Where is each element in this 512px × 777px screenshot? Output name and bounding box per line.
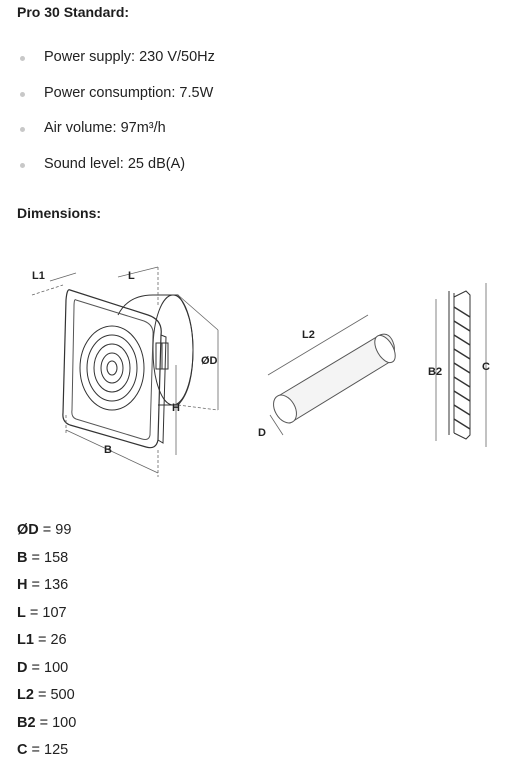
spec-label: Power consumption: xyxy=(44,84,176,101)
dimension-key: H xyxy=(17,577,28,593)
spec-text: Air volume: 97m³/h xyxy=(44,120,166,136)
spec-value: 230 V/50Hz xyxy=(139,49,215,65)
dimension-value: 125 xyxy=(44,742,69,758)
label-c: C xyxy=(482,361,490,373)
spec-label: Power supply: xyxy=(44,49,136,65)
dimension-value: 100 xyxy=(52,714,77,731)
dimensions-heading: Dimensions: xyxy=(17,205,102,221)
spec-label: Air volume: xyxy=(44,120,117,136)
dimension-row: B2 = 100 xyxy=(17,714,77,731)
spec-value: 97m³/h xyxy=(120,120,166,136)
bullet-icon xyxy=(20,127,25,132)
dimension-key: C xyxy=(17,742,28,758)
label-l: L xyxy=(128,270,135,282)
duct-dimension-lines xyxy=(267,314,369,436)
fan-dimension-lines xyxy=(31,266,219,477)
dimension-value: 26 xyxy=(50,632,67,648)
spec-label: Sound level: xyxy=(44,155,124,172)
dimension-key: L xyxy=(17,604,26,621)
duct-drawing xyxy=(273,333,396,424)
label-b: B xyxy=(104,444,112,456)
bullet-icon xyxy=(20,162,25,168)
dimension-value: 100 xyxy=(44,659,69,676)
dimension-value: 107 xyxy=(42,604,67,621)
product-heading: Pro 30 Standard: xyxy=(17,4,130,20)
dimension-key: B xyxy=(17,549,28,566)
dimensions-list: ØD = 99 B = 158 H = 136 L = 107 L1 = 26 … xyxy=(17,522,76,770)
dimension-row: B = 158 xyxy=(17,549,69,566)
fan-drawing xyxy=(62,289,194,449)
bullet-icon xyxy=(20,56,25,61)
spec-value: 25 dB(A) xyxy=(127,155,186,172)
dimension-key: L1 xyxy=(17,632,34,648)
dimension-row: L1 = 26 xyxy=(17,632,67,648)
dimension-value: 158 xyxy=(44,549,69,566)
dimension-value: 500 xyxy=(50,687,75,703)
spec-text: Power consumption: 7.5W xyxy=(44,85,213,101)
dimension-key: L2 xyxy=(17,687,34,703)
louvre-drawing xyxy=(435,283,487,447)
dimension-value: 136 xyxy=(44,577,69,593)
spec-text: Sound level: 25 dB(A) xyxy=(44,156,185,172)
dimensions-diagram: L1 L ØD H B L2 D B2 C xyxy=(31,266,490,477)
dimension-value: 99 xyxy=(55,522,72,538)
dimension-row: H = 136 xyxy=(17,577,69,593)
dimension-key: D xyxy=(17,659,28,676)
dimension-row: C = 125 xyxy=(17,742,69,758)
label-d: D xyxy=(258,427,266,439)
dimension-key: ØD xyxy=(17,522,39,538)
label-b2: B2 xyxy=(428,366,442,378)
dimension-row: L2 = 500 xyxy=(17,687,75,703)
label-h: H xyxy=(172,402,180,414)
spec-value: 7.5W xyxy=(179,84,214,101)
dimension-key: B2 xyxy=(17,714,36,731)
dimension-row: L = 107 xyxy=(17,604,67,621)
dimension-row: ØD = 99 xyxy=(17,522,72,538)
label-l2: L2 xyxy=(302,329,315,341)
spec-text: Power supply: 230 V/50Hz xyxy=(44,49,215,65)
label-l1: L1 xyxy=(32,270,45,282)
label-od: ØD xyxy=(201,355,218,367)
dimension-row: D = 100 xyxy=(17,659,69,676)
bullet-icon xyxy=(20,91,25,97)
